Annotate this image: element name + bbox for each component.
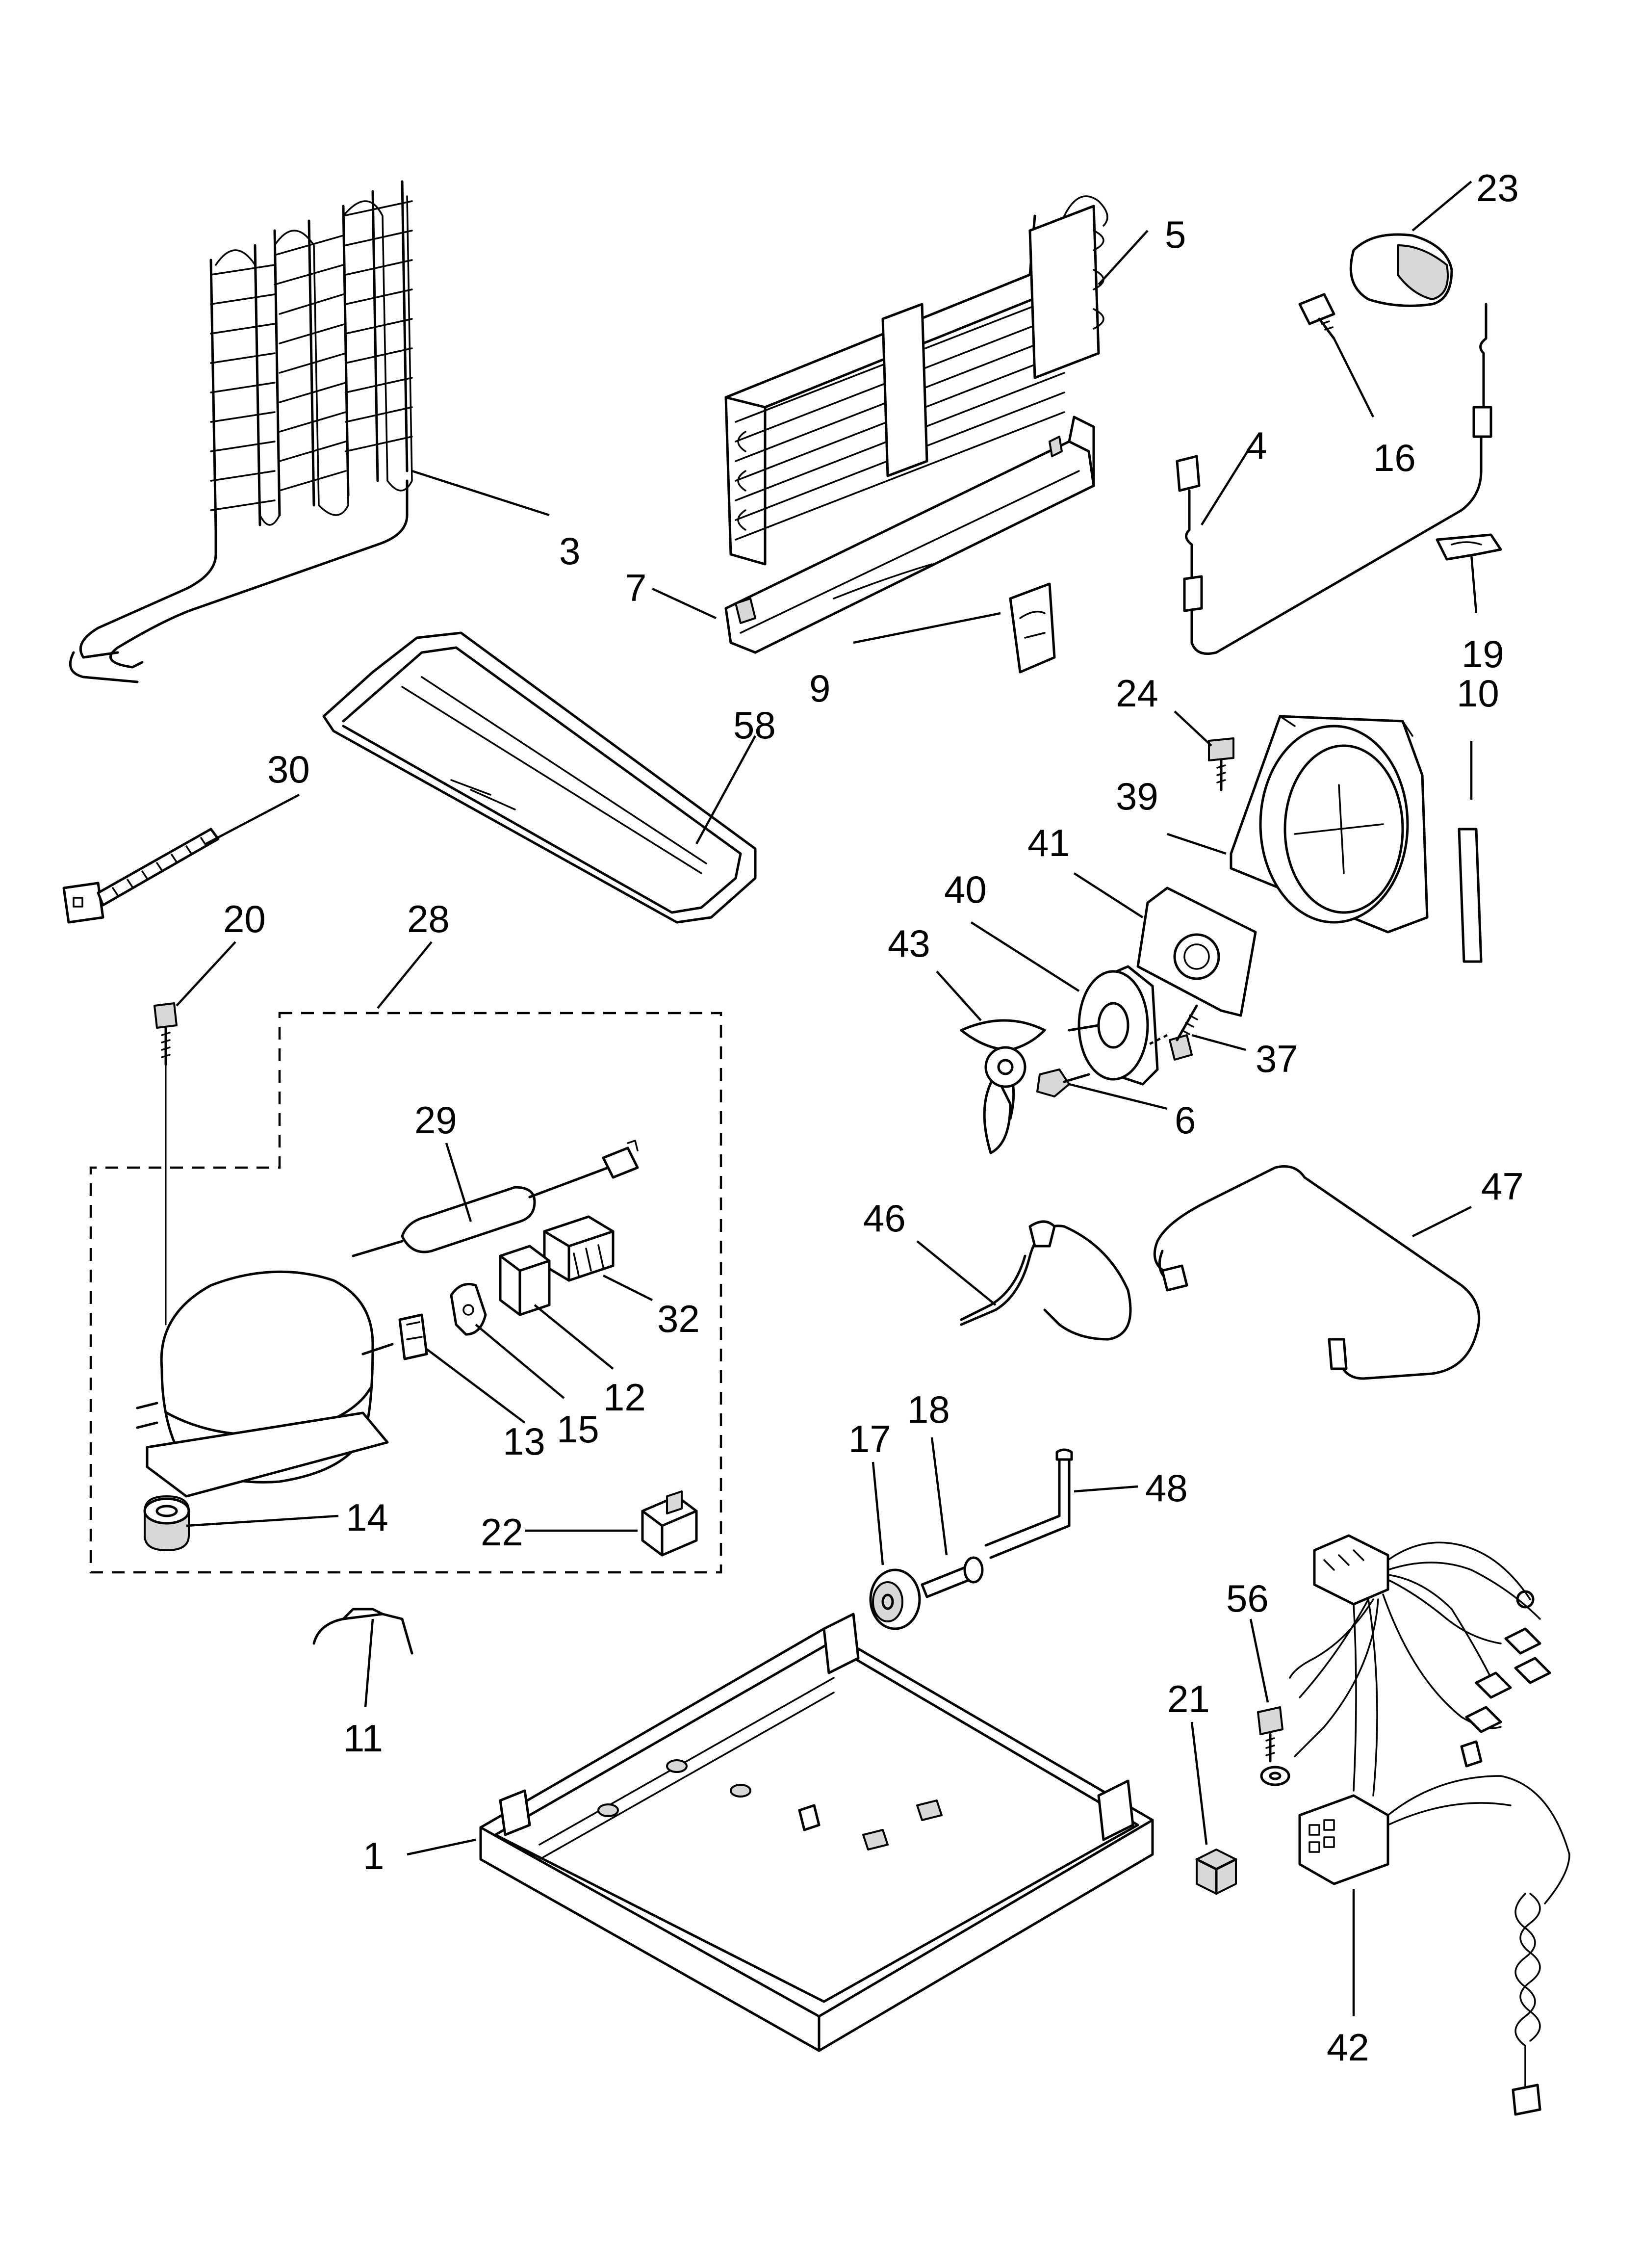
callout-15: 15 <box>557 1408 599 1451</box>
callout-6: 6 <box>1175 1098 1196 1142</box>
tube-46-part <box>960 1220 1132 1341</box>
callout-22: 22 <box>481 1511 523 1554</box>
callout-28: 28 <box>407 897 450 940</box>
callout-12: 12 <box>603 1376 646 1419</box>
callout-41: 41 <box>1027 821 1070 864</box>
callout-11: 11 <box>343 1717 383 1760</box>
clip-19-part <box>1436 533 1502 561</box>
drier-29-part <box>352 1140 639 1257</box>
callout-29: 29 <box>414 1098 457 1142</box>
callout-32: 32 <box>657 1297 700 1340</box>
callout-3: 3 <box>559 529 580 573</box>
tube-48-part <box>984 1448 1073 1559</box>
callout-17: 17 <box>848 1417 891 1460</box>
clip-11-part <box>312 1608 413 1655</box>
screw-56-part <box>1257 1706 1290 1786</box>
fan-43-part <box>960 1019 1046 1154</box>
tube-47-part <box>1153 1165 1481 1380</box>
screw-16-part <box>1298 293 1335 340</box>
screw-20-part <box>154 1002 178 1326</box>
callout-58: 58 <box>733 704 776 747</box>
callout-1: 1 <box>363 1834 384 1877</box>
callout-30: 30 <box>267 748 310 791</box>
callout-13: 13 <box>503 1420 545 1463</box>
cover-15-part <box>450 1283 487 1336</box>
callout-7: 7 <box>625 566 646 609</box>
callout-16: 16 <box>1373 436 1416 479</box>
callout-37: 37 <box>1256 1037 1298 1080</box>
tie-30-part <box>62 828 220 924</box>
evaporator-coil <box>724 195 1108 566</box>
screw-24-part <box>1208 737 1234 791</box>
callout-21: 21 <box>1167 1677 1210 1721</box>
callout-24: 24 <box>1116 672 1158 715</box>
drain-trough <box>724 416 1095 654</box>
callout-4: 4 <box>1246 424 1267 467</box>
overload-12-part <box>499 1245 551 1316</box>
nut-6-part <box>1036 1069 1090 1097</box>
callout-56: 56 <box>1226 1577 1269 1620</box>
clip-9-part <box>1009 582 1056 674</box>
callout-9: 9 <box>809 667 830 710</box>
callout-39: 39 <box>1116 775 1158 818</box>
callout-23: 23 <box>1476 166 1519 209</box>
leader-lines <box>176 181 1478 2016</box>
callout-20: 20 <box>223 897 266 940</box>
base-1-part <box>479 1613 1154 2052</box>
axle-18-part <box>921 1556 984 1598</box>
callout-10: 10 <box>1457 672 1499 715</box>
callout-19: 19 <box>1462 632 1504 676</box>
relay-32-part <box>543 1215 615 1282</box>
callout-47: 47 <box>1481 1165 1524 1208</box>
drain-pan-58-part <box>322 631 757 924</box>
shroud-39-part <box>1230 715 1429 934</box>
callout-46: 46 <box>863 1197 906 1240</box>
strip-10-part <box>1458 828 1483 963</box>
callout-18: 18 <box>907 1388 950 1431</box>
callout-40: 40 <box>944 868 987 911</box>
callout-48: 48 <box>1145 1466 1188 1510</box>
condenser-coil <box>69 180 413 683</box>
wheel-17-part <box>869 1568 921 1630</box>
harness-42-part <box>1289 1534 1570 2116</box>
clip-13-part <box>398 1313 428 1360</box>
cap-23-part <box>1349 233 1453 307</box>
callout-5: 5 <box>1165 213 1186 256</box>
motor-40-part <box>1068 965 1159 1086</box>
callout-labels: 3 5 7 9 23 16 4 19 24 10 39 41 40 43 37 … <box>223 166 1524 2069</box>
kit-28-boundary <box>89 1012 722 1574</box>
callout-42: 42 <box>1327 2026 1369 2069</box>
sensor-4-part <box>1176 303 1492 655</box>
callout-14: 14 <box>346 1496 388 1539</box>
nut-21-part <box>1195 1849 1237 1895</box>
screw-37-part <box>1147 1004 1198 1061</box>
connector-22-part <box>641 1490 698 1557</box>
grommet-14-part <box>143 1495 190 1551</box>
compressor-part <box>136 1270 394 1498</box>
plate-41-part <box>1136 886 1257 1017</box>
callout-43: 43 <box>888 922 930 965</box>
